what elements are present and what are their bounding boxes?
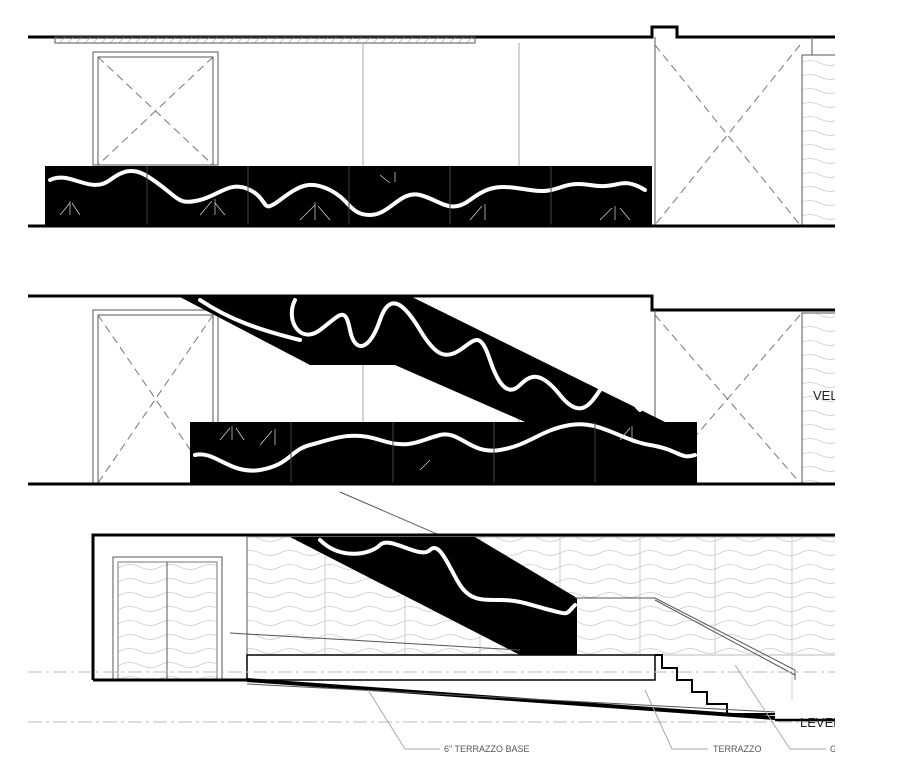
- callouts: 6" TERRAZZO BASE TERRAZZO G: [367, 664, 837, 754]
- elevation-2: VEL: [28, 294, 838, 486]
- wall-panel: [801, 312, 835, 484]
- callout-leader: [367, 689, 440, 750]
- callout-leader: [734, 664, 826, 750]
- panel-label: VEL: [813, 388, 838, 403]
- mural-stair-band: [178, 296, 665, 422]
- callout-terrazzo: TERRAZZO: [713, 744, 762, 754]
- mural-stair-band: [290, 537, 577, 655]
- elevation-3: LEVEL: [28, 533, 840, 730]
- sloped-slab: [246, 678, 776, 720]
- wall-panel: [801, 54, 835, 226]
- callout-g: G: [830, 744, 837, 754]
- roof-line: [28, 25, 835, 39]
- door-frame: [92, 51, 219, 166]
- level-label: LEVEL: [800, 715, 840, 730]
- opening-x: [654, 44, 801, 226]
- stair-landing: [246, 654, 656, 681]
- callout-leader: [644, 689, 708, 750]
- hatched-beam: [54, 36, 476, 44]
- callout-terrazzo-base: 6" TERRAZZO BASE: [444, 744, 530, 754]
- mural-panel: [45, 166, 652, 226]
- stair-steps: [655, 654, 775, 715]
- elevation-1: [28, 25, 835, 228]
- mural-panel: [190, 422, 697, 484]
